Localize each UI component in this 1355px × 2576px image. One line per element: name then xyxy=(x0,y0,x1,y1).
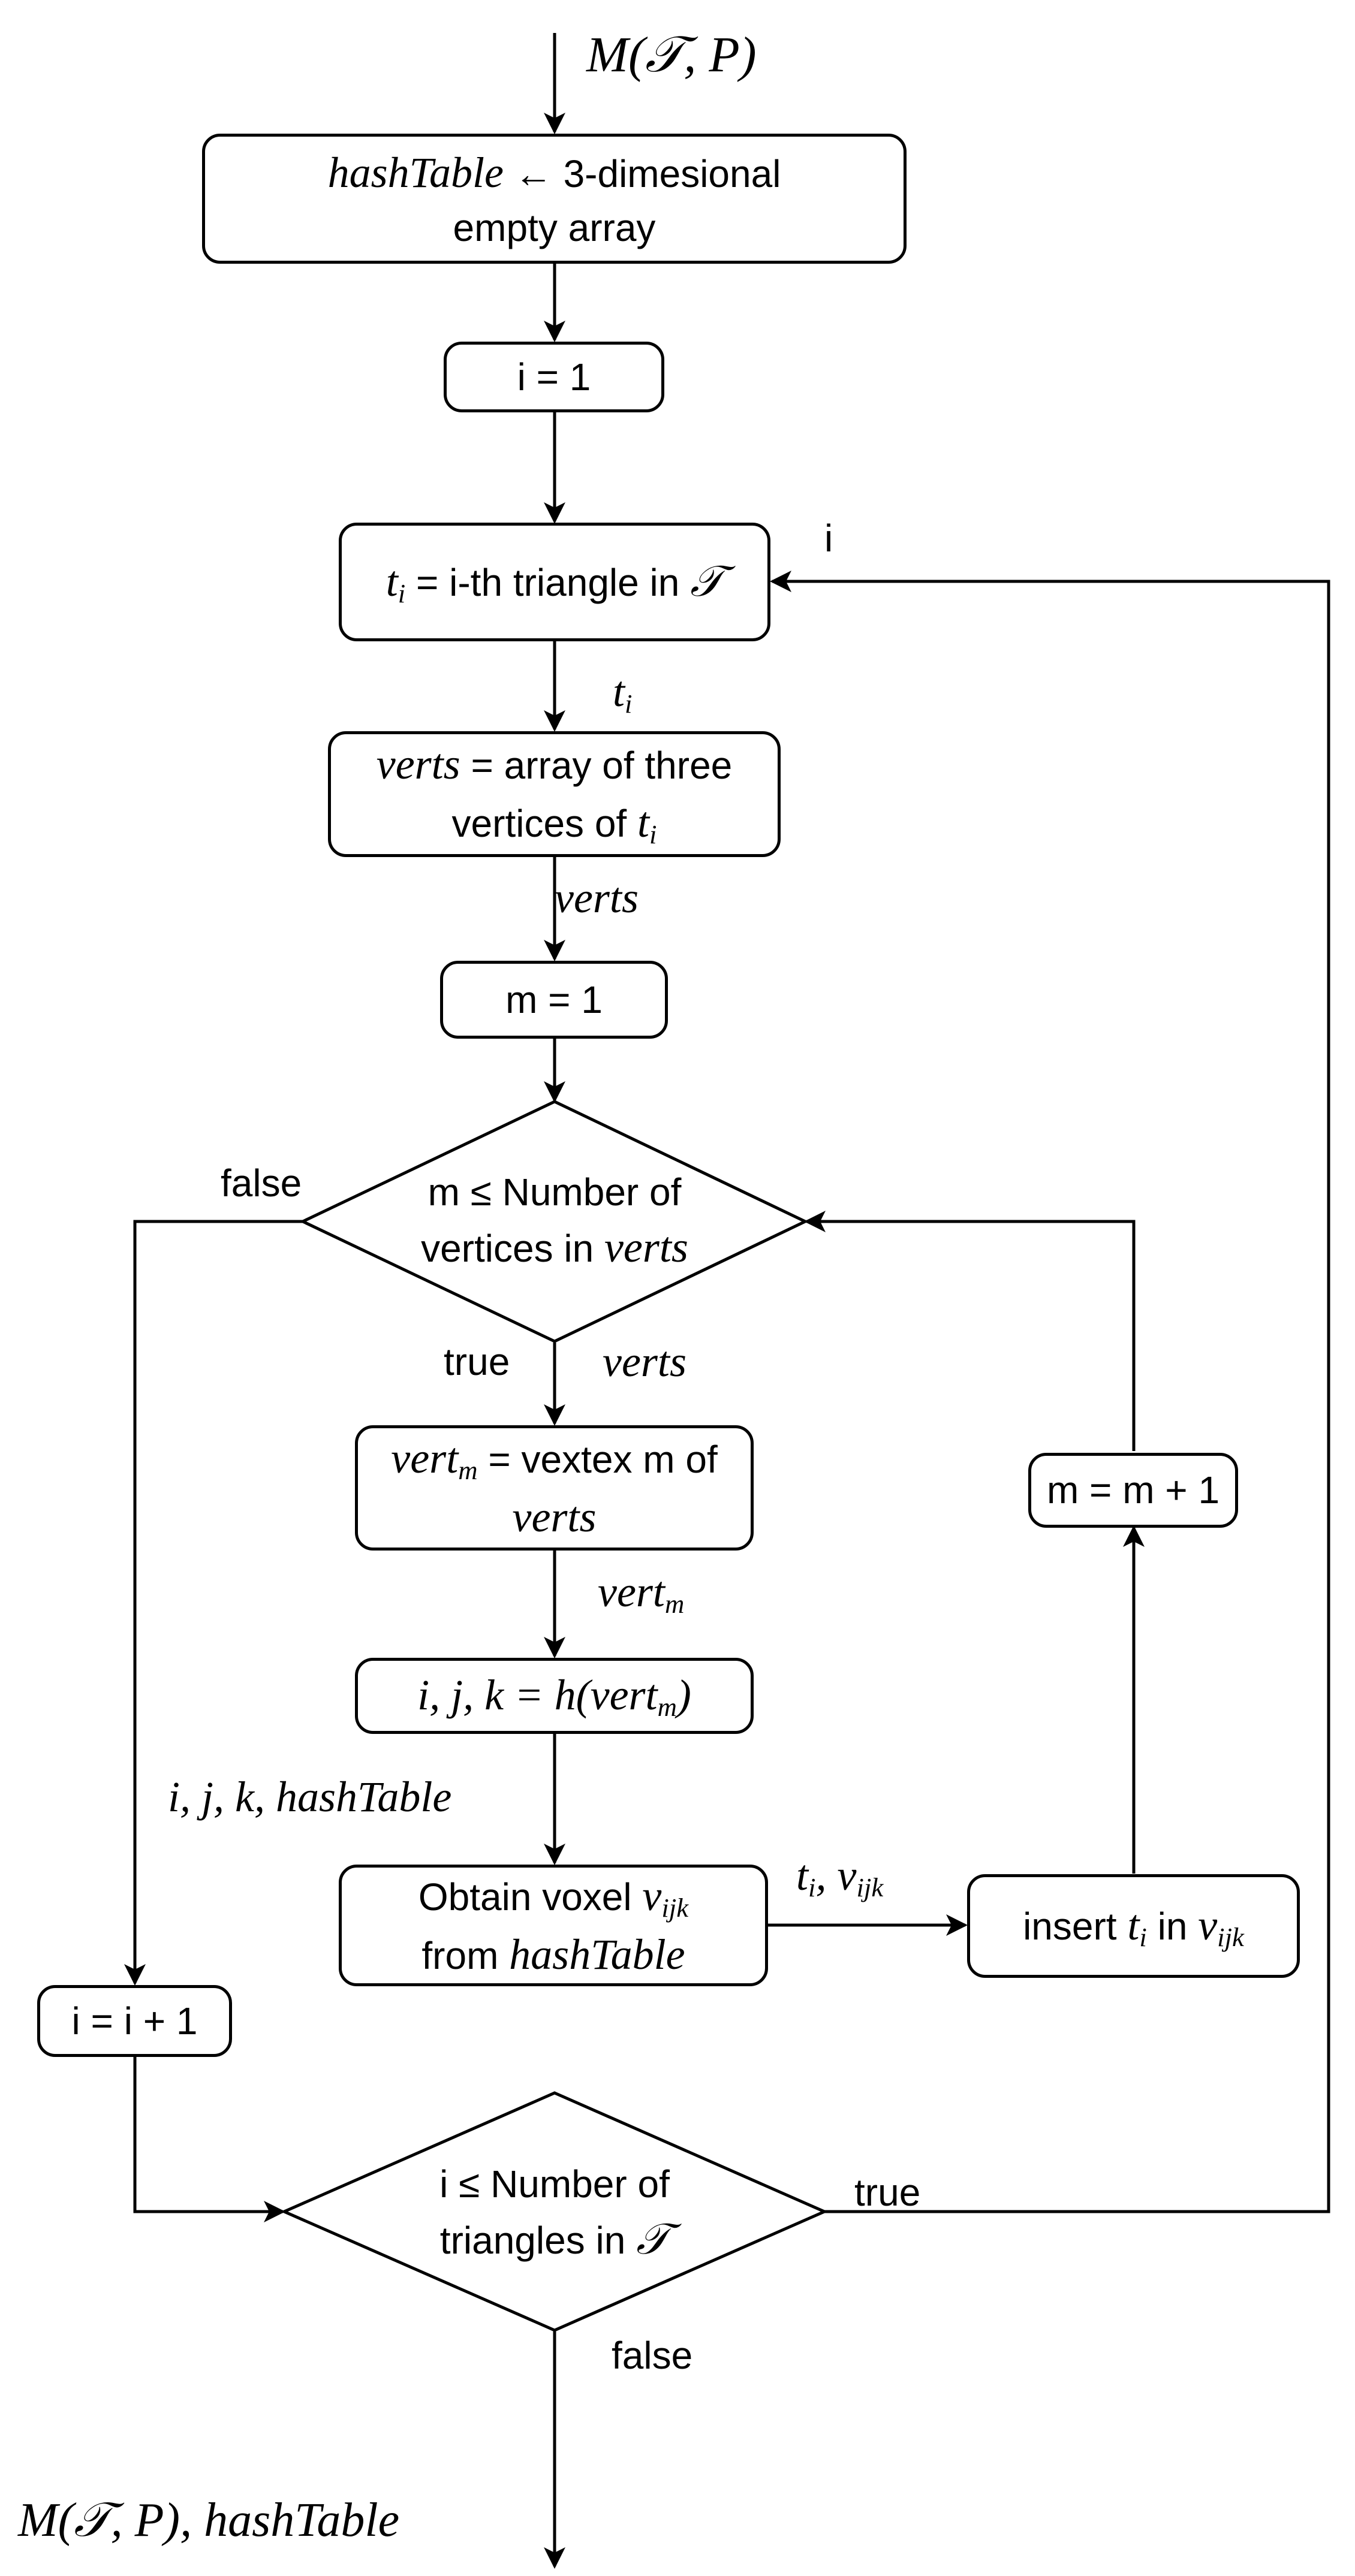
ti-sub: i xyxy=(808,1872,816,1903)
cond-i-text: i ≤ Number of xyxy=(439,2162,670,2206)
get-verts-box: verts = array of three vertices of ti xyxy=(328,731,781,857)
get-triangle-text: = i-th triangle in xyxy=(405,560,691,604)
edge-label-i: i xyxy=(824,517,833,560)
cond-i-text-2: triangles in xyxy=(439,2218,637,2262)
input-label: M(𝒯, P) xyxy=(586,30,757,80)
insert-text-2: in xyxy=(1146,1905,1199,1948)
ti-sub: i xyxy=(398,578,406,608)
decision-m-diamond xyxy=(299,1100,809,1343)
get-vert-box: vertm = vextex m of verts xyxy=(355,1425,754,1551)
edge-label-verts-2: verts xyxy=(603,1338,686,1386)
edge-label-ti-vijk: ti, vijk xyxy=(796,1854,883,1901)
voxel-sub: ijk xyxy=(1217,1922,1244,1953)
assign-arrow: ← xyxy=(504,152,564,195)
init-table-text-2: empty array xyxy=(453,206,656,249)
voxel-var: v xyxy=(837,1851,857,1899)
comma: , xyxy=(815,1851,838,1899)
obtain-voxel-text-2: from xyxy=(421,1934,510,1978)
init-i-box: i = 1 xyxy=(444,342,664,412)
input-prefix: M( xyxy=(586,27,645,83)
triangulation-symbol: 𝒯 xyxy=(636,2215,670,2263)
vert-sub: m xyxy=(664,1589,685,1619)
ti-sub: i xyxy=(625,689,633,719)
cond-m-label: m ≤ Number of vertices in verts xyxy=(360,1156,749,1287)
edge-label-ijk-hashtable: i, j, k, hashTable xyxy=(168,1773,452,1821)
get-verts-text: = array of three xyxy=(460,744,733,788)
output-prefix: M( xyxy=(18,2494,74,2547)
ti-var: t xyxy=(386,557,398,605)
ti-var: t xyxy=(796,1851,809,1899)
hash-close: ) xyxy=(676,1671,691,1720)
insert-text: insert xyxy=(1023,1905,1128,1948)
edge-label-vert-m: vertm xyxy=(598,1570,684,1618)
output-label: M(𝒯, P), hashTable xyxy=(18,2496,399,2544)
voxel-sub: ijk xyxy=(856,1872,884,1903)
verts-var: verts xyxy=(604,1223,688,1271)
cond-m-text-2: vertices in xyxy=(421,1226,604,1270)
voxel-var: v xyxy=(1198,1901,1218,1950)
hash-box: i, j, k = h(vertm) xyxy=(355,1658,754,1734)
voxel-sub: ijk xyxy=(661,1892,689,1923)
inc-m-text: m = m + 1 xyxy=(1046,1468,1220,1512)
init-table-text: 3-dimesional xyxy=(563,152,781,195)
vert-sub: m xyxy=(657,1692,677,1723)
inc-i-box: i = i + 1 xyxy=(37,1985,232,2057)
verts-var: verts xyxy=(376,740,460,789)
inc-i-text: i = i + 1 xyxy=(71,1999,198,2043)
triangulation-symbol: 𝒯 xyxy=(645,27,684,83)
cond-i-label: i ≤ Number of triangles in 𝒯 xyxy=(360,2147,749,2279)
inc-m-box: m = m + 1 xyxy=(1028,1453,1238,1528)
triangulation-symbol: 𝒯 xyxy=(74,2494,111,2547)
cond-m-text: m ≤ Number of xyxy=(427,1171,682,1214)
obtain-voxel-text: Obtain voxel xyxy=(418,1875,643,1919)
get-triangle-box: ti = i-th triangle in 𝒯 xyxy=(339,523,770,641)
obtain-voxel-box: Obtain voxel vijk from hashTable xyxy=(339,1865,768,1986)
edge-cond-false xyxy=(124,1220,303,1986)
init-hashtable-box: hashTable ← 3-dimesional empty array xyxy=(202,134,907,264)
edge-inc-m-to-cond xyxy=(804,1211,1136,1451)
triangulation-symbol: 𝒯 xyxy=(690,557,724,605)
edge-label-true-i: true xyxy=(854,2171,921,2214)
hashtable-var: hashTable xyxy=(509,1931,685,1979)
edge-label-verts: verts xyxy=(555,874,639,922)
edge-label-false-i: false xyxy=(612,2334,693,2377)
decision-i-diamond xyxy=(280,2091,829,2332)
output-suffix: , P), hashTable xyxy=(110,2494,400,2547)
get-vert-text: = vextex m of xyxy=(477,1437,718,1481)
input-suffix: , P) xyxy=(683,27,757,83)
ti-var: t xyxy=(637,798,649,847)
verts-var: verts xyxy=(512,1493,597,1542)
voxel-var: v xyxy=(642,1871,662,1920)
edge-label-true-m: true xyxy=(444,1340,510,1383)
vert-sub: m xyxy=(458,1455,478,1485)
hashtable-var: hashTable xyxy=(327,148,504,197)
vert-var: vert xyxy=(391,1434,459,1482)
edge-label-ti: ti xyxy=(613,670,632,717)
init-m-text: m = 1 xyxy=(505,978,603,1021)
ti-var: t xyxy=(613,668,625,716)
get-verts-text-2: vertices of xyxy=(451,802,637,846)
hash-expr: i, j, k = h( xyxy=(417,1671,591,1720)
insert-box: insert ti in vijk xyxy=(967,1874,1300,1978)
vert-var: vert xyxy=(590,1671,658,1720)
edge-inc-i-to-cond xyxy=(133,2057,285,2222)
ti-sub: i xyxy=(649,819,657,850)
vert-var: vert xyxy=(598,1568,665,1616)
init-i-text: i = 1 xyxy=(517,355,591,399)
edge-cond-i-true xyxy=(770,571,1330,2213)
ti-sub: i xyxy=(1139,1922,1147,1953)
ti-var: t xyxy=(1127,1901,1140,1950)
edge-label-false-m: false xyxy=(221,1162,302,1205)
init-m-box: m = 1 xyxy=(440,961,668,1039)
